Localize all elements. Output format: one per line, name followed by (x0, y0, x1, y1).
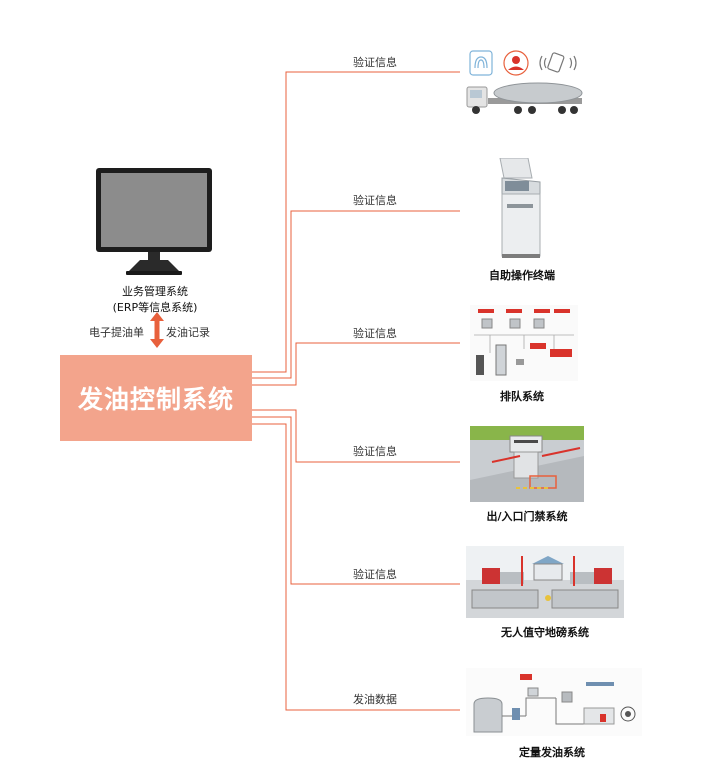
oil-dispensing-image (466, 668, 642, 736)
verification-truck-image (466, 50, 583, 114)
caption-gate: 出/入口门禁系统 (486, 510, 568, 523)
flow-label-electronic-order: 电子提油单 (89, 326, 144, 339)
edge-label-verify-1: 验证信息 (353, 56, 397, 69)
caption-kiosk: 自助操作终端 (489, 269, 555, 282)
face-recognition-icon (503, 50, 529, 76)
erp-title: 业务管理系统 (122, 285, 188, 298)
flow-label-oil-record: 发油记录 (166, 326, 210, 339)
gate-access-image (470, 426, 584, 502)
caption-queue: 排队系统 (500, 390, 544, 403)
self-service-kiosk-image (499, 158, 541, 258)
connector-oil-data (252, 423, 460, 711)
tanker-truck-icon (466, 82, 583, 114)
queue-system-image (470, 305, 578, 381)
connector-verify-4 (252, 409, 460, 463)
edge-label-oil-data: 发油数据 (353, 693, 397, 706)
edge-label-verify-5: 验证信息 (353, 568, 397, 581)
connector-verify-1 (252, 71, 460, 373)
caption-oil-dispensing: 定量发油系统 (519, 746, 585, 759)
monitor-icon (96, 168, 212, 275)
weighbridge-image (466, 546, 624, 618)
edge-label-verify-2: 验证信息 (353, 194, 397, 207)
oil-control-system-title: 发油控制系统 (77, 385, 234, 414)
oil-control-system-box: 发油控制系统 (60, 355, 252, 441)
edge-label-verify-3: 验证信息 (353, 327, 397, 340)
connector-verify-3 (252, 342, 460, 386)
erp-subtitle: (ERP等信息系统) (112, 301, 198, 314)
bidirectional-arrow-icon (150, 312, 164, 348)
caption-weighbridge: 无人值守地磅系统 (501, 626, 589, 639)
edge-label-verify-4: 验证信息 (353, 445, 397, 458)
fingerprint-icon (469, 50, 493, 76)
connector-verify-5 (252, 416, 460, 585)
card-tap-icon (539, 52, 577, 73)
connector-verify-2 (252, 210, 460, 379)
